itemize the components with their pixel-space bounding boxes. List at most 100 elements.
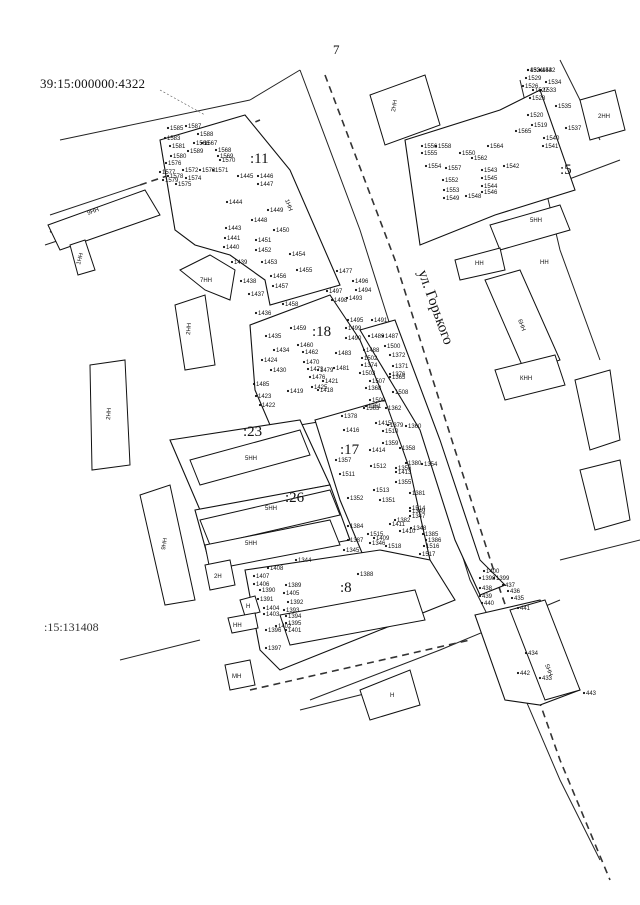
- survey-point-label: 1552: [445, 178, 459, 184]
- survey-point-label: 1355: [398, 480, 412, 486]
- survey-point-label: 1452: [258, 248, 272, 254]
- survey-point-marker: [369, 464, 373, 468]
- survey-point-label: 1439: [234, 260, 248, 266]
- survey-point-marker: [366, 532, 370, 536]
- building-label: 5НН: [245, 456, 257, 462]
- survey-point-marker: [256, 597, 260, 601]
- building-label: 2Н: [214, 574, 222, 580]
- survey-point-marker: [478, 576, 482, 580]
- survey-point-label: 1430: [273, 368, 287, 374]
- survey-point-label: 1566: [196, 141, 210, 147]
- survey-point-label: 1495: [350, 318, 364, 324]
- survey-point-label: 1556: [424, 144, 438, 150]
- survey-point-label: 1500: [387, 344, 401, 350]
- survey-point-marker: [492, 576, 496, 580]
- survey-point-marker: [388, 375, 392, 379]
- survey-point-marker: [420, 151, 424, 155]
- survey-point-marker: [184, 176, 188, 180]
- survey-point-label: 1415: [378, 421, 392, 427]
- survey-point-marker: [420, 144, 424, 148]
- survey-point-label: 1503: [362, 371, 376, 377]
- building-5nn-e: [509, 599, 581, 701]
- survey-point-marker: [388, 372, 392, 376]
- survey-point-marker: [230, 260, 234, 264]
- survey-point-label: 1542: [506, 164, 520, 170]
- survey-point-marker: [383, 344, 387, 348]
- survey-point-label: 1512: [373, 464, 387, 470]
- survey-point-label: 1345: [346, 548, 360, 554]
- survey-point-marker: [302, 360, 306, 364]
- survey-point-marker: [184, 124, 188, 128]
- survey-point-label: 1395: [288, 621, 302, 627]
- survey-point-label: 1352: [350, 496, 364, 502]
- survey-point-marker: [289, 326, 293, 330]
- quarter-11: [159, 114, 341, 306]
- survey-point-marker: [442, 188, 446, 192]
- survey-point-marker: [398, 446, 402, 450]
- survey-point-marker: [541, 144, 545, 148]
- survey-point-marker: [381, 429, 385, 433]
- survey-point-marker: [442, 196, 446, 200]
- building-5nn-c: [204, 519, 341, 571]
- survey-point-marker: [408, 509, 412, 513]
- survey-point-marker: [286, 389, 290, 393]
- survey-point-label: 437: [505, 583, 516, 589]
- survey-point-label: 1356: [398, 466, 412, 472]
- survey-point-label: 1518: [388, 544, 402, 550]
- survey-point-label: 1543: [484, 168, 498, 174]
- survey-point-label: 1379: [390, 423, 404, 429]
- survey-point-marker: [539, 88, 543, 92]
- survey-point-label: 1508: [395, 390, 409, 396]
- survey-point-marker: [391, 390, 395, 394]
- survey-point-marker: [362, 348, 366, 352]
- survey-point-marker: [346, 318, 350, 322]
- survey-point-marker: [169, 154, 173, 158]
- survey-point-label: 1458: [285, 302, 299, 308]
- survey-point-label: 1517: [422, 552, 436, 558]
- building-5nn-d: [489, 204, 571, 251]
- survey-point-marker: [367, 334, 371, 338]
- survey-point-label: 1483: [338, 351, 352, 357]
- survey-point-marker: [334, 458, 338, 462]
- survey-point-marker: [528, 96, 532, 100]
- survey-point-marker: [334, 351, 338, 355]
- survey-point-label: 1351: [382, 498, 396, 504]
- survey-point-marker: [398, 529, 402, 533]
- survey-point-label: 1479: [320, 368, 334, 374]
- survey-point-marker: [524, 651, 528, 655]
- survey-point-marker: [516, 606, 520, 610]
- survey-point-marker: [163, 136, 167, 140]
- survey-point-label: 1529: [528, 76, 542, 82]
- survey-point-label: 1548: [468, 194, 482, 200]
- survey-point-marker: [470, 156, 474, 160]
- survey-point-label: 435: [514, 596, 525, 602]
- survey-point-label: 1376: [392, 372, 406, 378]
- survey-point-marker: [262, 606, 266, 610]
- building-label: 9НН: [87, 207, 100, 217]
- survey-point-marker: [408, 506, 412, 510]
- survey-point-label: 1554: [428, 164, 442, 170]
- survey-point-label: 1363: [366, 406, 380, 412]
- building-label: 1НН: [76, 252, 85, 265]
- survey-point-marker: [274, 624, 278, 628]
- survey-point-marker: [214, 148, 218, 152]
- survey-point-label: 1460: [300, 343, 314, 349]
- survey-point-label: 1361: [368, 404, 382, 410]
- survey-point-label: 1534: [548, 80, 562, 86]
- survey-point-marker: [264, 646, 268, 650]
- survey-point-label: 1382: [397, 518, 411, 524]
- survey-point-label: 1360: [408, 424, 422, 430]
- survey-point-label: 1488: [366, 348, 380, 354]
- building-label: МН: [232, 674, 241, 680]
- survey-point-marker: [346, 496, 350, 500]
- survey-point-label: 433: [542, 676, 553, 682]
- survey-point-marker: [502, 164, 506, 168]
- survey-point-marker: [478, 594, 482, 598]
- survey-point-marker: [254, 311, 258, 315]
- survey-point-label: 1372: [392, 353, 406, 359]
- survey-point-marker: [256, 174, 260, 178]
- survey-point-label: 1435: [268, 334, 282, 340]
- building-labels: 9НН 7НН 2НН 5НН 5НН 5НН 2НН 9НН 2НН 1НН …: [76, 99, 610, 699]
- survey-point-label: 1411: [392, 522, 406, 528]
- survey-point-label: 1585: [170, 126, 184, 132]
